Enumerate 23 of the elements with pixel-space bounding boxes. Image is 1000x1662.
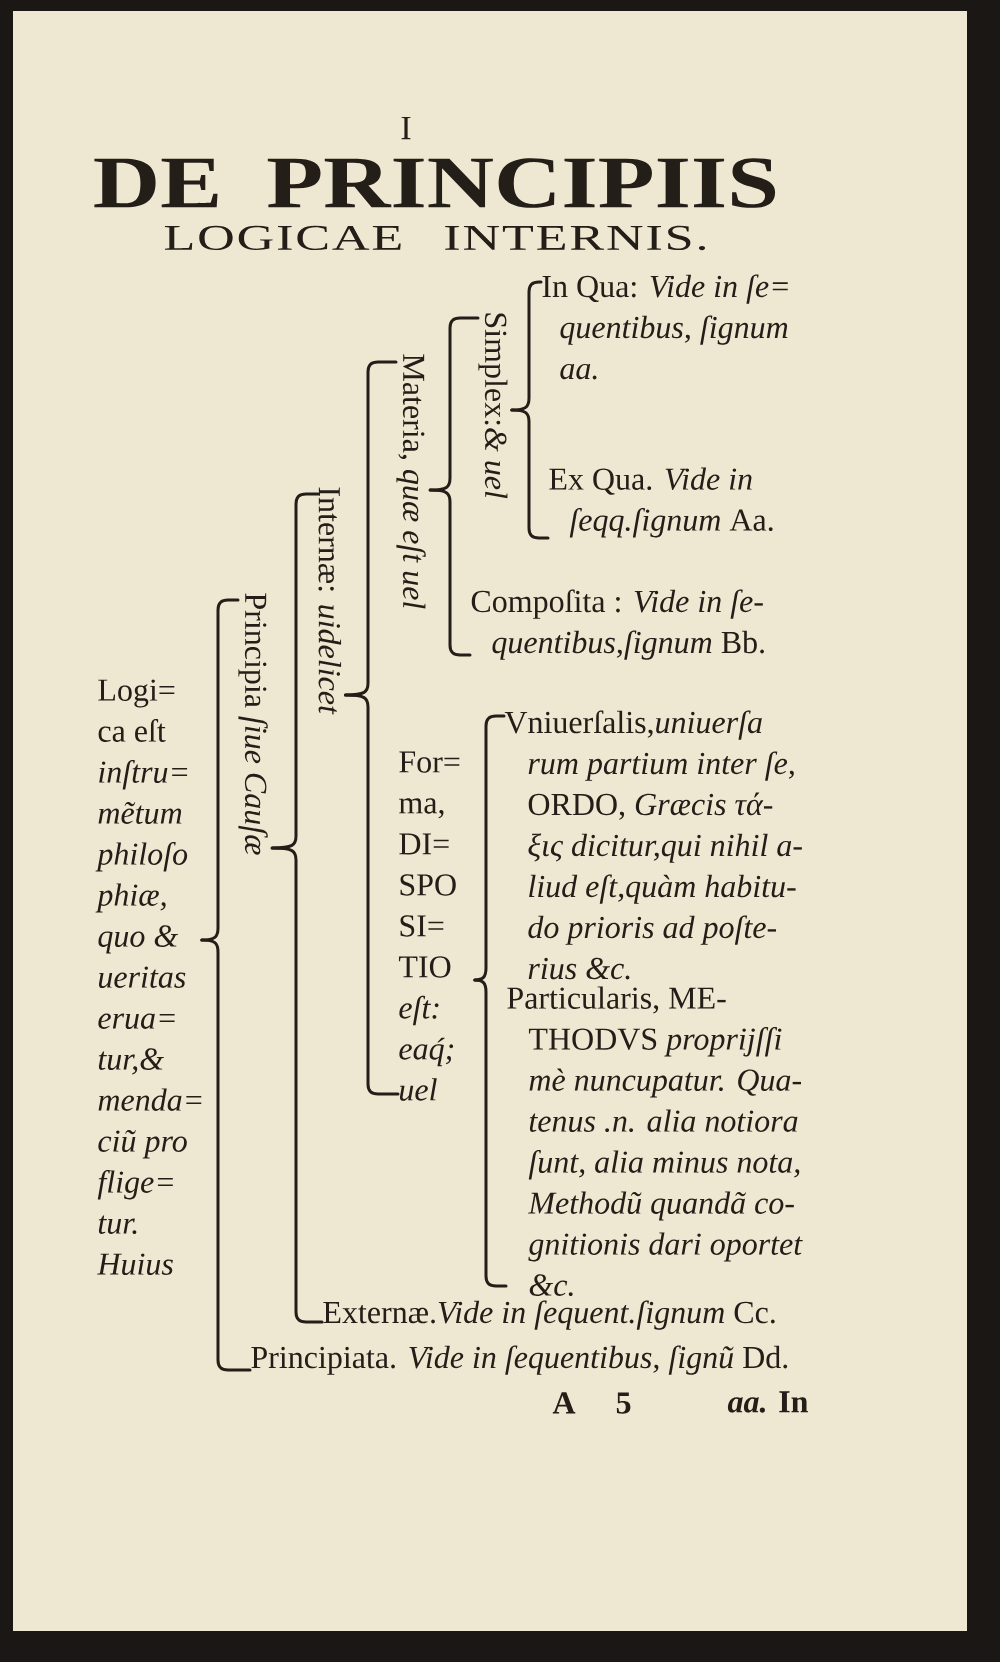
subtitle: LOGICAE INTERNIS. xyxy=(164,225,706,251)
brace-arm xyxy=(270,846,324,1324)
vertical-term-text: Simplex:& uel xyxy=(478,313,508,499)
term-text: Vniuerſalis,uniuerſa rum partium inter ſe, ORDO, Græcis τά- ξις dicitur,qui nihil a- liud eſt,quàm habitu- do prioris ad poſte- rius &c. xyxy=(504,710,802,980)
term-text: In Qua: Vide in ſe= quentibus, ſignum aa. xyxy=(542,274,788,380)
catchword: aa. In xyxy=(727,1391,808,1413)
term-text: Logi= ca eſt inſtru= mẽtum philoſo phiæ, quo & ueritas erua= tur,& menda= ciũ pro flige= tur. Huius xyxy=(95,679,202,1275)
term-text: Particularis, ME- THODVS proprijſſi mè nuncupatur. Qua- tenus .n. alia notiora ſunt, alia minus nota, Methodũ quandã co- gnitionis dari oportet &c. xyxy=(507,986,803,1297)
brace-arm xyxy=(428,316,480,492)
brace-arm xyxy=(343,360,398,697)
term-text: Compoſita : Vide in ſe- quentibus,ſignum Bb. xyxy=(471,589,764,660)
vertical-term-text: Internæ: uidelicet xyxy=(318,487,342,715)
brace-arm xyxy=(343,693,400,1096)
signature-mark: A 5 xyxy=(552,1392,631,1414)
page-title: DE PRINCIPIIS xyxy=(94,158,776,208)
brace-arm xyxy=(200,938,252,1372)
term-text: For= ma, DI= SPO SI= TIO eſt: eaq́; uel xyxy=(398,751,460,1101)
term-text: Principiata. Vide in ſequentibus, ſignũ Dd. xyxy=(251,1345,788,1375)
page-number: I xyxy=(401,116,411,140)
vertical-term-text: Principia ſiue Cauſæ xyxy=(238,593,268,855)
term-text: Ex Qua. Vide in ſeqq.ſignum Aa. xyxy=(549,467,773,538)
term-text: Externæ.Vide in ſequent.ſignum Cc. xyxy=(323,1300,775,1330)
vertical-term-text: Materia, quæ eſt uel xyxy=(396,354,426,609)
